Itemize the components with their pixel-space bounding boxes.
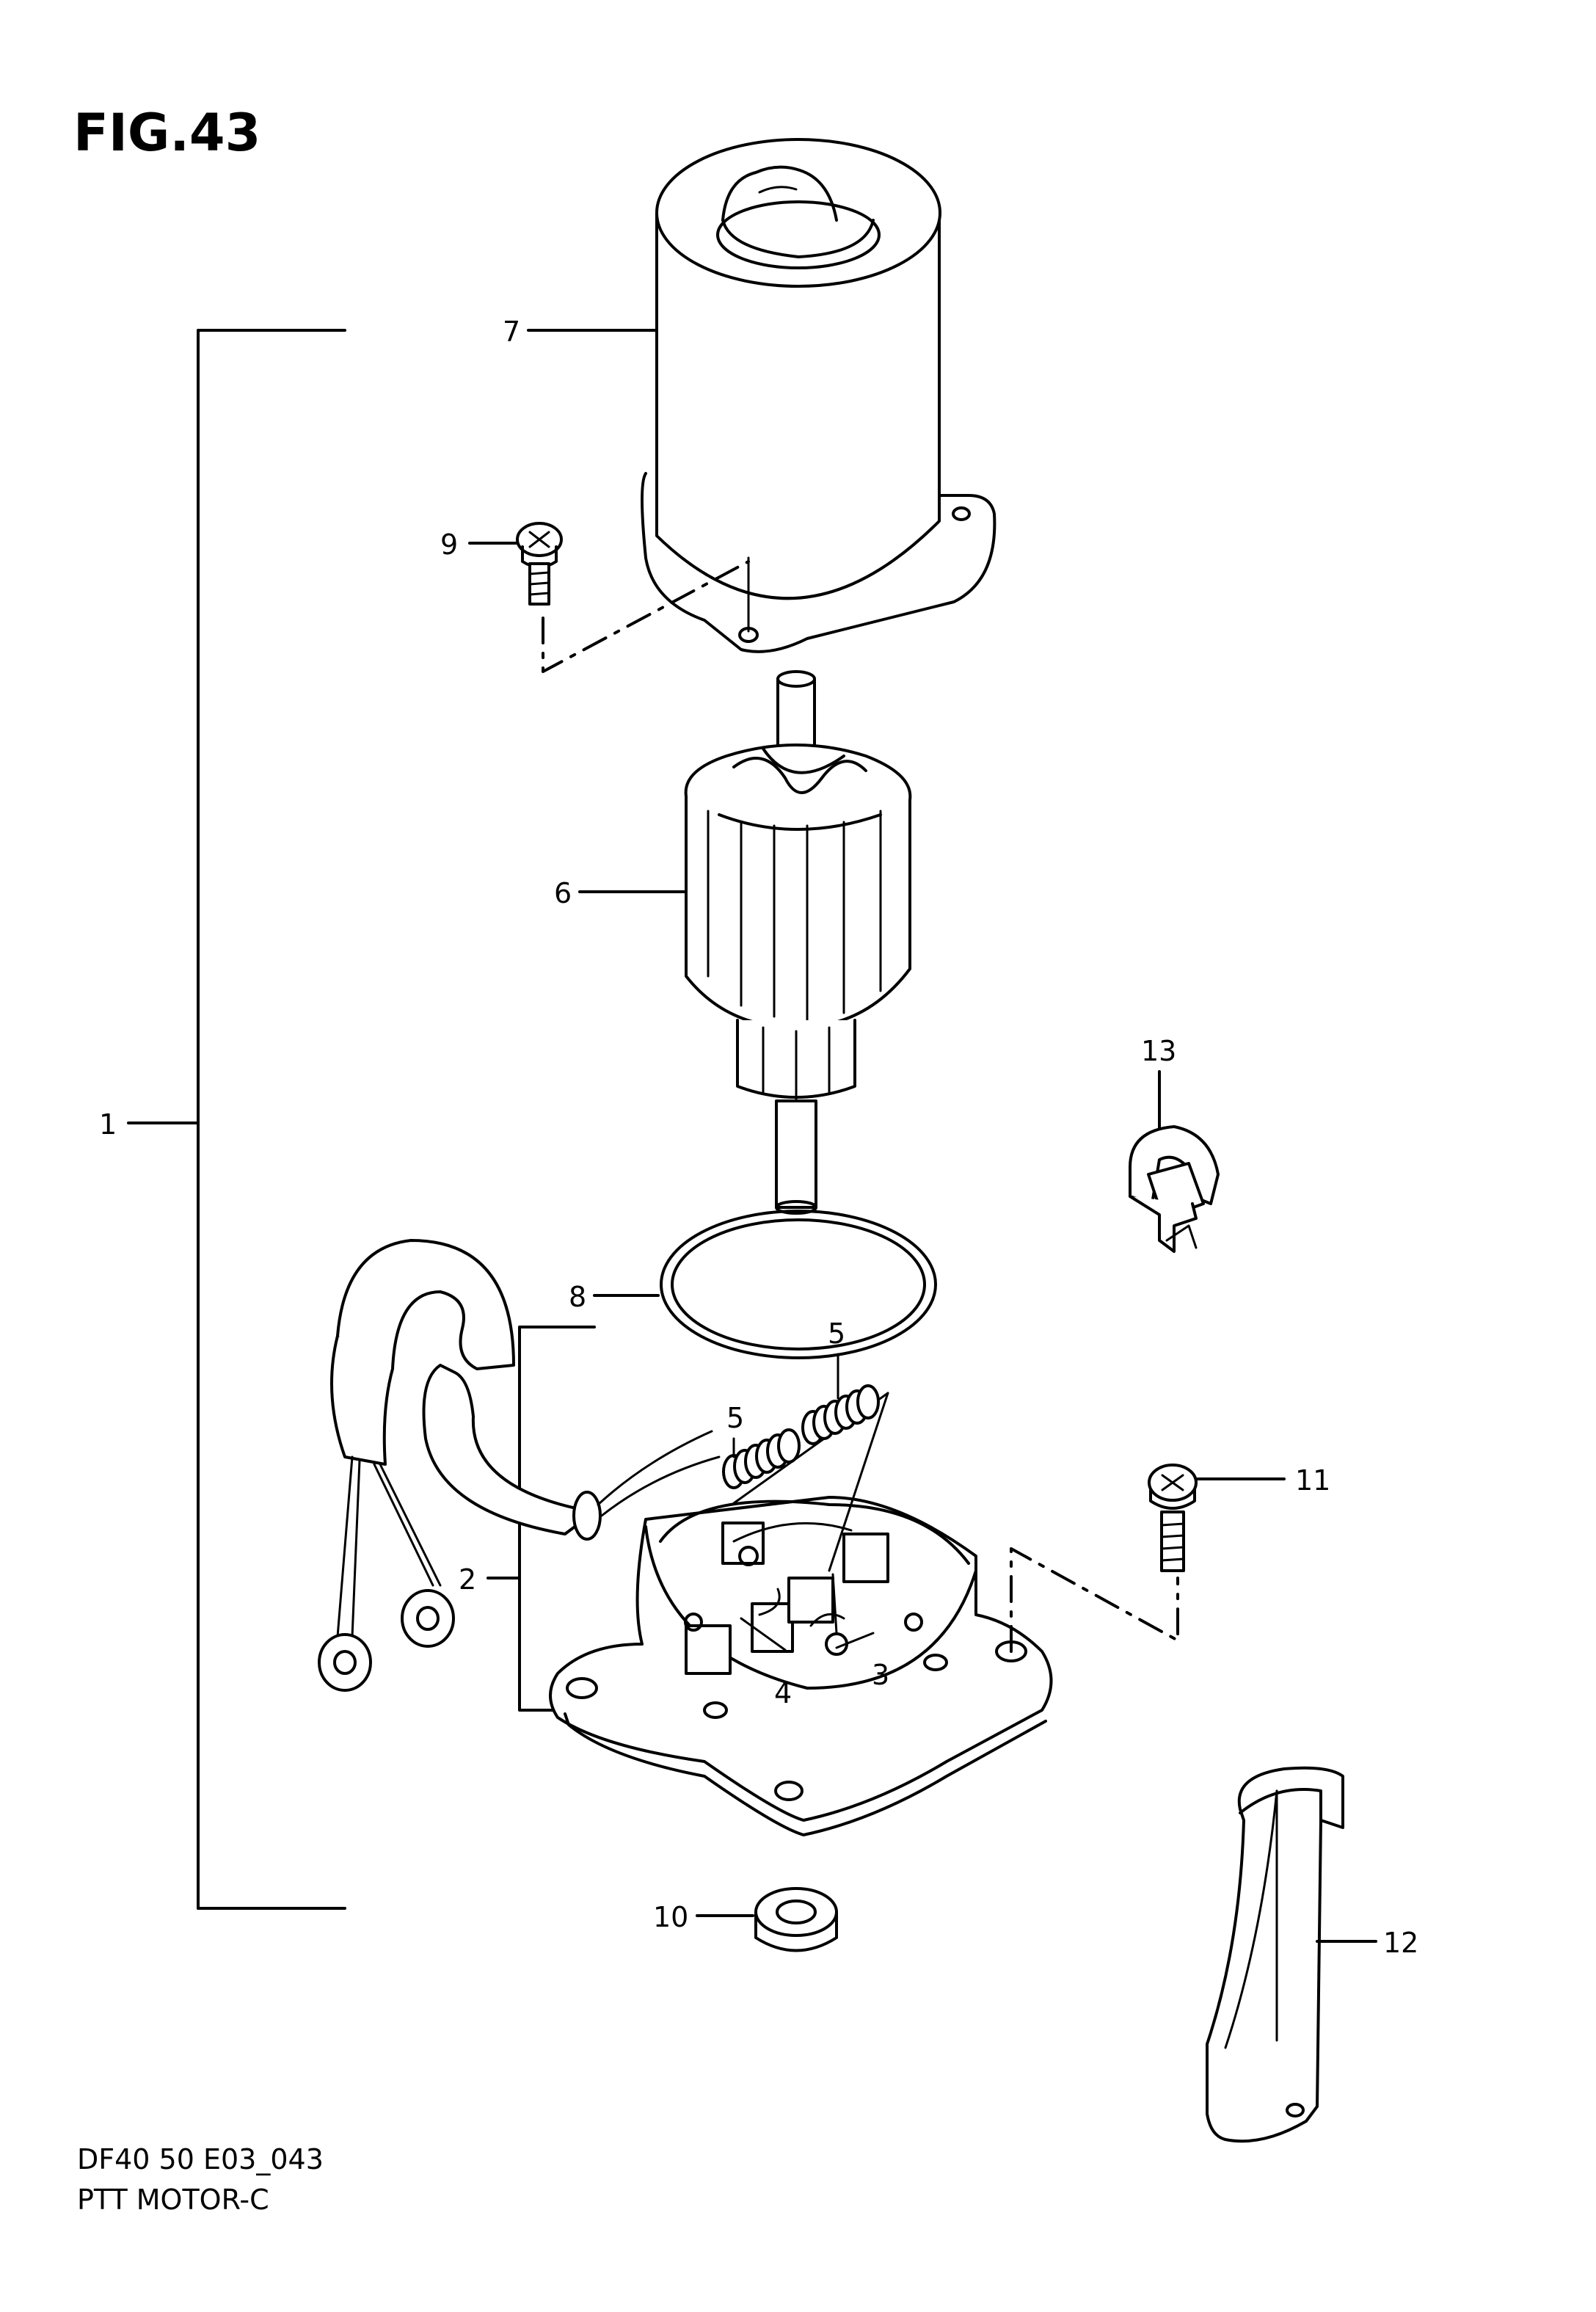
spring-right [801,1353,880,1445]
callout-6: 6 [554,877,572,909]
figure-title: FIG.43 [73,103,260,163]
part-11-screw [1010,1464,1286,1653]
part-13-clamp [1129,1070,1220,1253]
part-6-armature [578,670,912,1215]
callout-9: 9 [440,528,458,561]
part-10-oil-seal [696,1887,838,1952]
callout-10: 10 [653,1901,688,1933]
part-9-screw [468,522,750,673]
part-5-springs [722,1353,880,1489]
callout-3: 3 [872,1659,889,1691]
part-2-brush-holder [318,1239,1053,1836]
callout-12: 12 [1383,1927,1418,1959]
callout-2: 2 [459,1563,476,1596]
spring-left [722,1428,801,1489]
assembly-bracket-1 [127,329,346,1910]
part-12-bracket [1206,1766,1377,2143]
callout-7: 7 [503,316,520,348]
part-7-motor-housing [527,138,996,653]
callout-11: 11 [1295,1464,1330,1497]
callout-5-left: 5 [726,1402,744,1434]
callout-8: 8 [569,1281,586,1313]
callout-13: 13 [1141,1035,1176,1067]
callout-4: 4 [774,1677,792,1709]
figure-code: DF40 50 E03_043 [77,2143,324,2175]
part-8-o-ring [593,1210,937,1359]
callout-5-right: 5 [828,1317,845,1350]
figure-name: PTT MOTOR-C [77,2184,269,2216]
callout-1: 1 [99,1108,117,1141]
